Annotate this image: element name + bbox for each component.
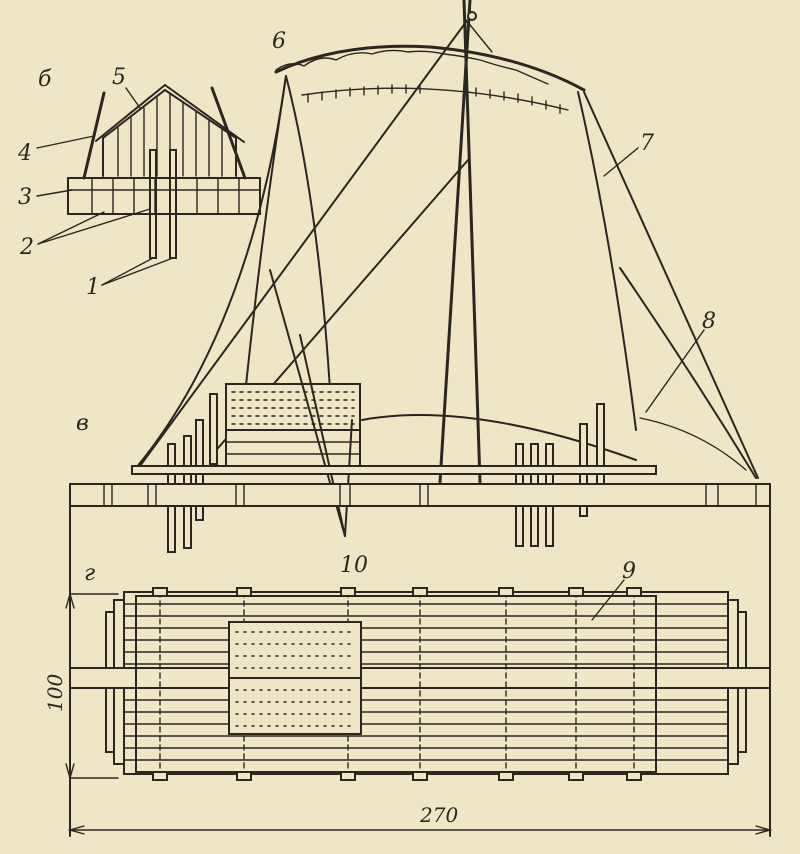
leader-1b: [101, 257, 174, 286]
sail-reef-points: [307, 84, 561, 114]
centerboard-1: [149, 149, 157, 259]
dimension-length: 270: [419, 803, 458, 827]
sheet-line-8b: [639, 417, 747, 471]
sail-luff: [244, 75, 287, 396]
deck-log-dividers: [67, 177, 261, 215]
leader-8: [645, 329, 705, 413]
callout-7: 7: [640, 131, 654, 156]
dim-width-arrow-top: [65, 591, 75, 609]
cabin-wall-side: [225, 429, 361, 467]
cabin-roof-side: [225, 383, 361, 431]
sail-inner-curve: [285, 75, 331, 391]
cabin-roof-left: [95, 84, 166, 142]
leader-7: [603, 147, 639, 177]
mast-leg-left: [438, 0, 472, 484]
mast-head-block: [467, 11, 477, 21]
leader-3: [36, 189, 73, 197]
dimension-width: 100: [43, 674, 67, 712]
backstay: [583, 91, 759, 479]
leader-1a: [101, 257, 154, 286]
plan-binding-blocks: [152, 587, 642, 781]
dim-length-arrow-right: [755, 825, 773, 835]
view-v-side-elevation: в 6 7 8 10: [69, 0, 771, 837]
callout-4: 4: [17, 141, 32, 166]
side-pole-right: [210, 86, 247, 180]
mast-head-stay: [465, 19, 493, 53]
sail-foot: [361, 414, 637, 461]
forestay: [136, 21, 467, 471]
yard-lashing: [275, 49, 549, 85]
callout-1: 1: [86, 275, 100, 300]
callout-9: 9: [622, 559, 636, 584]
callout-3: 3: [18, 185, 32, 210]
callout-8: 8: [702, 309, 716, 334]
centerboard-2: [169, 149, 177, 259]
rope-10c: [344, 419, 353, 537]
cabin-roof-right: [164, 84, 245, 143]
dim-width-arrow-bottom: [65, 763, 75, 781]
plan-cabin-texture: [235, 631, 355, 727]
deck-logs-section: [67, 177, 261, 215]
callout-5: 5: [112, 65, 126, 90]
callout-10: 10: [340, 553, 368, 578]
callout-2: 2: [19, 235, 34, 260]
view-label-v: в: [76, 411, 89, 436]
leader-2b: [37, 208, 151, 245]
yard: [274, 44, 586, 92]
raft-log-bindings: [103, 483, 757, 507]
mast-leg-right: [462, 0, 482, 484]
dim-length-arrow-left: [67, 825, 85, 835]
leader-2a: [37, 211, 105, 245]
callout-6: 6: [272, 29, 286, 54]
leader-9: [591, 579, 625, 621]
view-label-b: б: [38, 67, 52, 92]
sheet-line-8: [619, 267, 757, 479]
view-g-plan: 9 г 100 270: [43, 559, 773, 835]
deck-platform: [131, 465, 657, 475]
sail-leech: [577, 91, 637, 431]
leader-4: [36, 135, 95, 149]
luff-stay: [135, 75, 287, 469]
plan-log-lines: [123, 603, 729, 761]
plan-deck-frame: [135, 595, 657, 773]
view-b-cross-section: б 5 4 3 2 1: [17, 65, 261, 300]
view-label-g: г: [84, 561, 95, 586]
leader-5: [125, 87, 141, 109]
sail-reef-line: [301, 87, 569, 111]
